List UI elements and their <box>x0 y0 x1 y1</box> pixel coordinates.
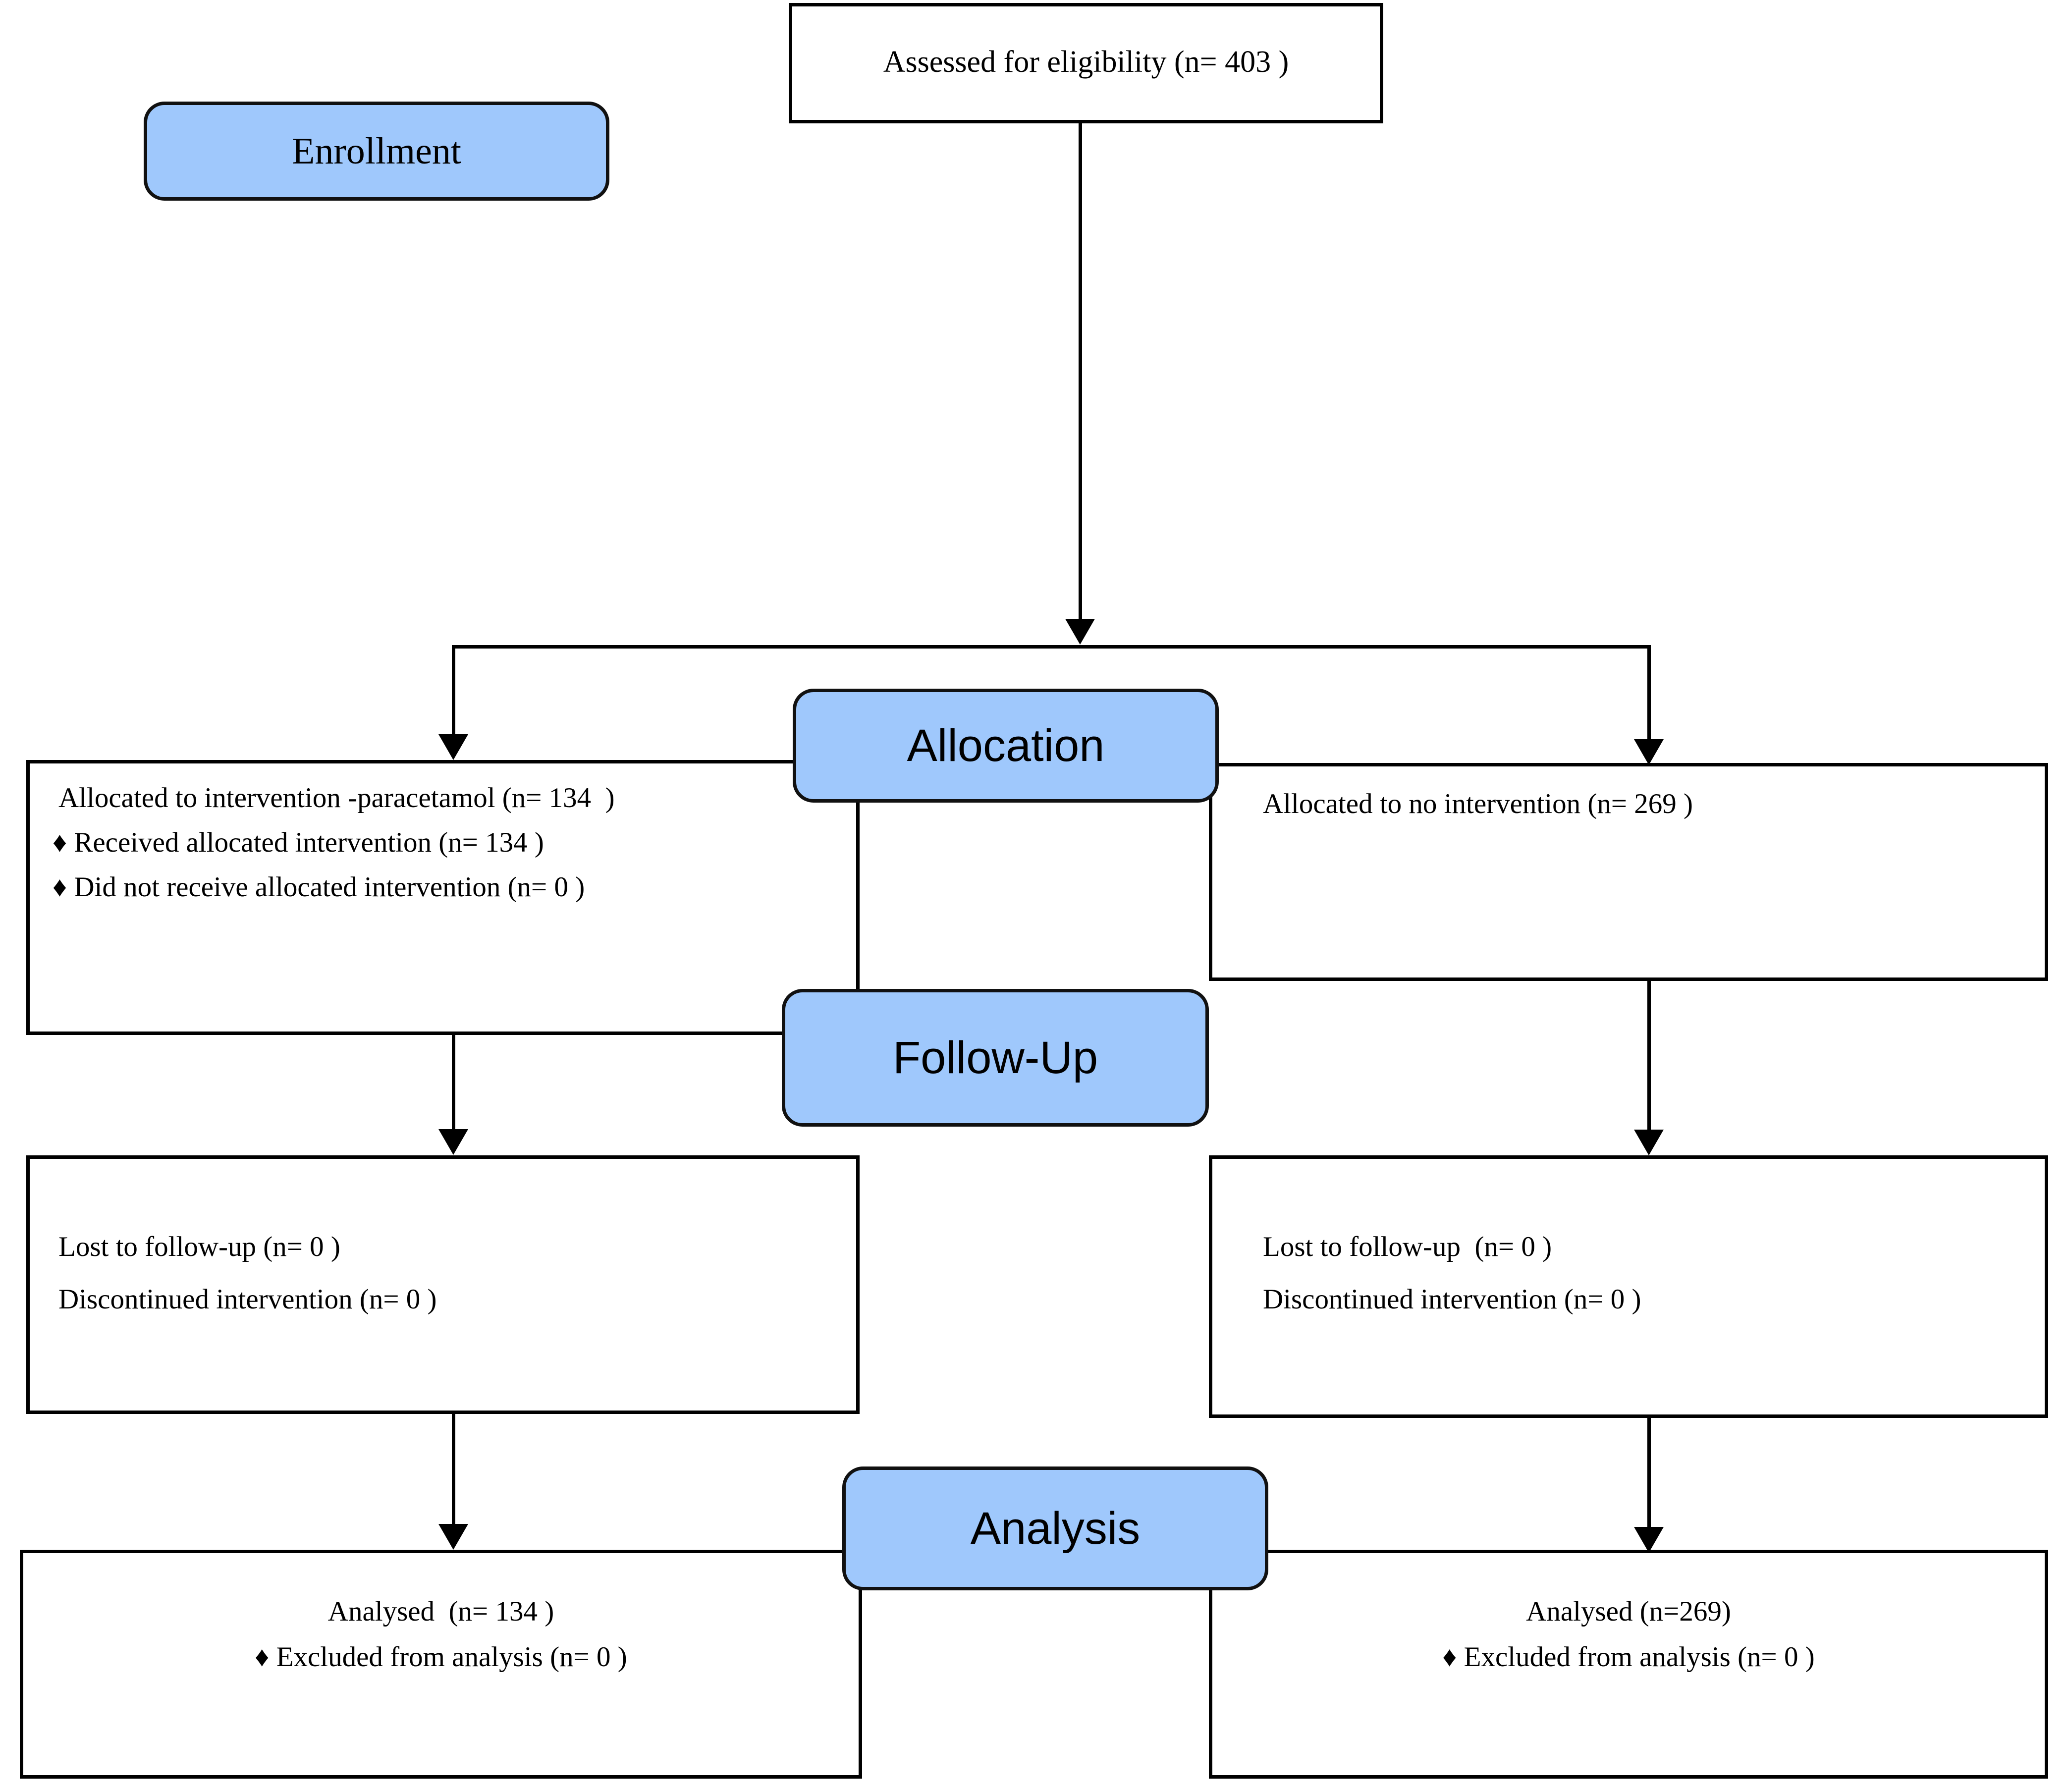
left-followup-connector-line <box>452 1035 455 1129</box>
stage-label-allocation-text: Allocation <box>907 720 1105 771</box>
followup-left-line-1: Lost to follow-up (n= 0 ) <box>58 1231 340 1262</box>
analysed-left-box: Analysed (n= 134 ) ♦ Excluded from analy… <box>20 1550 862 1779</box>
analysed-left-line-1: Analysed (n= 134 ) <box>327 1596 554 1627</box>
analysed-right-line-1: Analysed (n=269) <box>1526 1596 1731 1627</box>
stage-label-enrollment-text: Enrollment <box>292 130 461 172</box>
right-allocation-branch-line <box>1647 645 1651 739</box>
followup-right-line-2: Discontinued intervention (n= 0 ) <box>1263 1284 1641 1315</box>
right-allocation-arrowhead-icon <box>1634 739 1664 765</box>
allocated-left-box: Allocated to intervention -paracetamol (… <box>26 760 860 1035</box>
stage-label-followup-text: Follow-Up <box>892 1032 1098 1083</box>
followup-left-box: Lost to follow-up (n= 0 ) Discontinued i… <box>26 1155 860 1414</box>
allocated-left-line-3: ♦ Did not receive allocated intervention… <box>53 871 585 903</box>
assessed-for-eligibility-text: Assessed for eligibility (n= 403 ) <box>883 45 1289 79</box>
assessed-for-eligibility-box: Assessed for eligibility (n= 403 ) <box>789 3 1383 123</box>
followup-right-box: Lost to follow-up (n= 0 ) Discontinued i… <box>1209 1155 2048 1418</box>
left-analysis-connector-line <box>452 1414 455 1524</box>
trunk-connector-line <box>1079 123 1082 619</box>
analysed-right-line-2: ♦ Excluded from analysis (n= 0 ) <box>1442 1641 1815 1673</box>
allocated-right-box: Allocated to no intervention (n= 269 ) <box>1209 763 2048 981</box>
right-followup-connector-line <box>1647 981 1651 1130</box>
stage-label-allocation: Allocation <box>793 689 1219 803</box>
analysed-right-box: Analysed (n=269) ♦ Excluded from analysi… <box>1209 1550 2048 1779</box>
followup-right-line-1: Lost to follow-up (n= 0 ) <box>1263 1231 1552 1262</box>
allocated-right-line-1: Allocated to no intervention (n= 269 ) <box>1263 788 1693 819</box>
left-followup-arrowhead-icon <box>438 1129 468 1155</box>
right-analysis-arrowhead-icon <box>1634 1527 1664 1553</box>
right-followup-arrowhead-icon <box>1634 1130 1664 1155</box>
left-allocation-branch-line <box>452 645 455 734</box>
left-analysis-arrowhead-icon <box>438 1524 468 1550</box>
followup-left-line-2: Discontinued intervention (n= 0 ) <box>58 1284 437 1315</box>
allocation-distribution-bar <box>452 645 1651 649</box>
right-analysis-connector-line <box>1647 1418 1651 1527</box>
allocated-left-line-2: ♦ Received allocated intervention (n= 13… <box>53 827 544 858</box>
analysed-left-line-2: ♦ Excluded from analysis (n= 0 ) <box>255 1641 627 1673</box>
stage-label-analysis: Analysis <box>842 1466 1268 1590</box>
stage-label-analysis-text: Analysis <box>970 1503 1141 1554</box>
stage-label-followup: Follow-Up <box>782 989 1209 1127</box>
left-allocation-arrowhead-icon <box>438 734 468 760</box>
allocated-left-line-1: Allocated to intervention -paracetamol (… <box>58 782 615 814</box>
stage-label-enrollment: Enrollment <box>144 102 609 201</box>
trunk-arrowhead-icon <box>1065 619 1095 645</box>
